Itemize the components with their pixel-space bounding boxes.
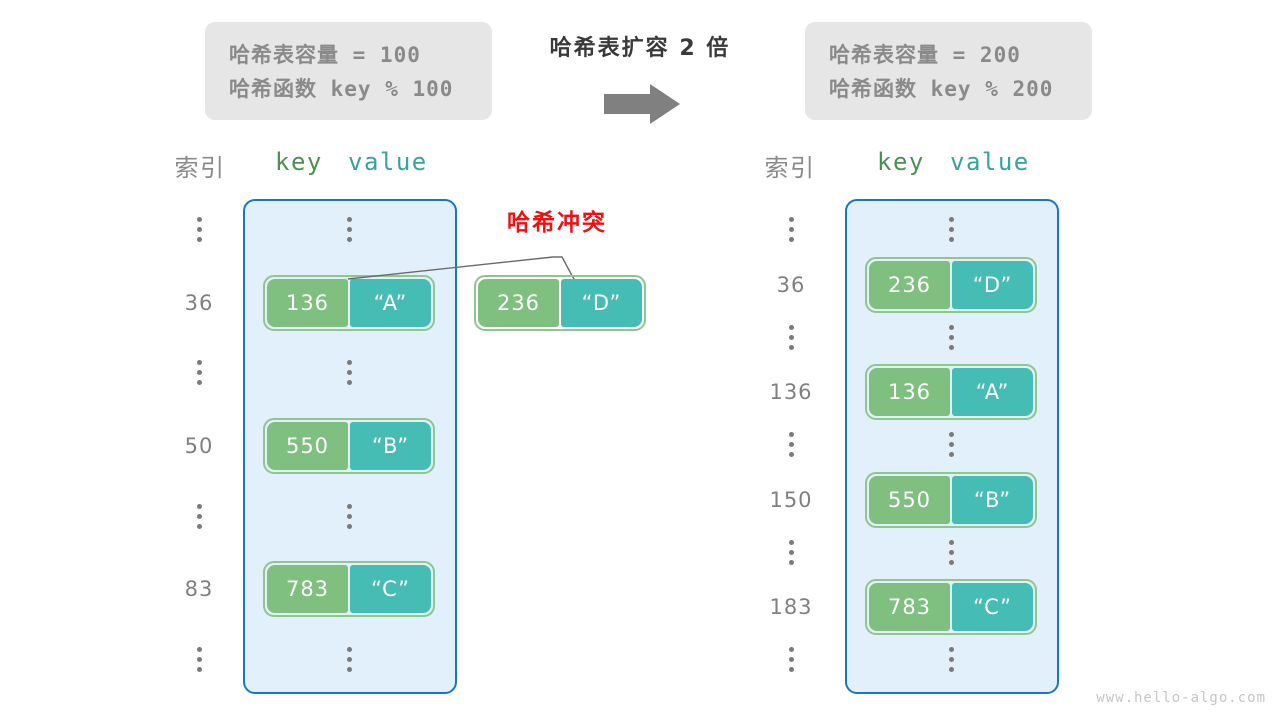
left-header-index: 索引	[174, 154, 226, 182]
kv-pair: 136“A”	[263, 274, 435, 331]
bucket-ellipsis	[941, 432, 961, 460]
kv-value: “C”	[952, 583, 1033, 632]
right-capacity-line: 哈希表容量 = 200	[829, 43, 1021, 67]
collision-kv-pair: 236 “D”	[474, 275, 646, 331]
kv-key: 783	[267, 565, 348, 614]
index-ellipsis	[781, 539, 801, 568]
kv-pair: 136“A”	[865, 364, 1037, 421]
kv-key: 783	[869, 583, 950, 632]
bucket-ellipsis	[941, 647, 961, 675]
index-ellipsis	[189, 360, 209, 388]
bucket-ellipsis	[941, 324, 961, 353]
kv-value: “A”	[952, 368, 1033, 417]
left-header-key: key	[275, 148, 323, 176]
bucket-ellipsis	[339, 360, 359, 388]
index-label: 136	[769, 380, 813, 405]
kv-pair: 783“C”	[263, 561, 435, 618]
right-header-key: key	[877, 148, 925, 176]
kv-key: 236	[869, 260, 950, 309]
kv-key: 550	[869, 475, 950, 524]
right-header-value: value	[950, 148, 1030, 176]
index-label: 36	[776, 272, 806, 297]
bucket-ellipsis	[941, 217, 961, 245]
left-hash-function-line: 哈希函数 key % 100	[229, 77, 454, 101]
bucket-ellipsis	[339, 647, 359, 675]
index-label: 83	[184, 577, 214, 602]
kv-key: 136	[267, 278, 348, 327]
kv-pair: 550“B”	[865, 471, 1037, 528]
collision-key: 236	[478, 279, 559, 327]
kv-pair: 783“C”	[865, 579, 1037, 636]
right-arrow-icon	[604, 84, 680, 124]
index-ellipsis	[781, 324, 801, 353]
index-ellipsis	[781, 432, 801, 460]
index-ellipsis	[781, 217, 801, 245]
kv-pair: 236“D”	[865, 256, 1037, 313]
right-hash-function-line: 哈希函数 key % 200	[829, 77, 1054, 101]
index-ellipsis	[189, 647, 209, 675]
right-header-index: 索引	[764, 154, 816, 182]
bucket-ellipsis	[941, 539, 961, 568]
kv-value: “C”	[350, 565, 431, 614]
kv-value: “B”	[952, 475, 1033, 524]
left-capacity-line: 哈希表容量 = 100	[229, 43, 421, 67]
collision-value: “D”	[561, 279, 642, 327]
index-ellipsis	[781, 647, 801, 675]
right-info-box: 哈希表容量 = 200 哈希函数 key % 200	[805, 22, 1092, 120]
index-label: 150	[769, 487, 813, 512]
left-info-box: 哈希表容量 = 100 哈希函数 key % 100	[205, 22, 492, 120]
index-label: 50	[184, 434, 214, 458]
collision-label: 哈希冲突	[507, 210, 607, 236]
kv-pair: 550“B”	[263, 418, 435, 474]
left-header-value: value	[348, 148, 428, 176]
index-ellipsis	[189, 503, 209, 532]
index-label: 183	[769, 595, 813, 620]
kv-value: “A”	[350, 278, 431, 327]
index-label: 36	[184, 290, 214, 315]
kv-value: “D”	[952, 260, 1033, 309]
kv-key: 550	[267, 422, 348, 470]
resize-title: 哈希表扩容 2 倍	[549, 36, 731, 61]
index-ellipsis	[189, 217, 209, 245]
kv-value: “B”	[350, 422, 431, 470]
watermark: www.hello-algo.com	[1096, 690, 1266, 706]
kv-key: 136	[869, 368, 950, 417]
bucket-ellipsis	[339, 217, 359, 245]
bucket-ellipsis	[339, 503, 359, 532]
